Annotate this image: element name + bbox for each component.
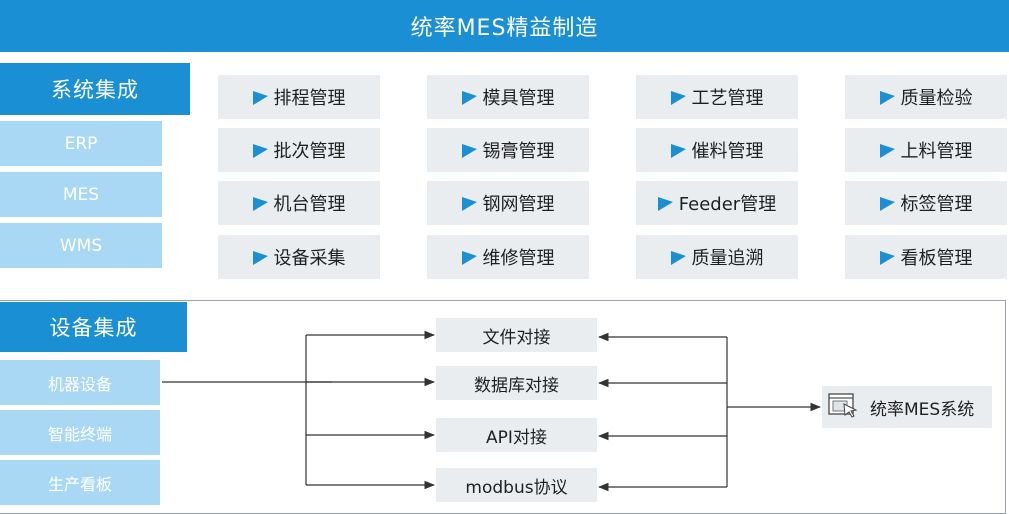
module-material-urging: 催料管理: [636, 128, 798, 172]
module-quality-trace: 质量追溯: [636, 235, 798, 279]
module-label: 催料管理: [691, 141, 764, 162]
module-machine: 机台管理: [218, 181, 380, 225]
system-item-mes: MES: [0, 172, 162, 217]
module-quality-inspection: 质量检验: [845, 75, 1007, 119]
interface-database: 数据库对接: [436, 366, 597, 400]
module-feeding: 上料管理: [845, 128, 1007, 172]
interface-file: 文件对接: [436, 318, 597, 352]
module-label: 标签管理: [900, 194, 973, 215]
module-label: 锡膏管理: [482, 141, 555, 162]
module-label: 上料管理: [900, 141, 973, 162]
mes-system-box: 统率MES系统: [822, 386, 992, 428]
window-icon: [828, 392, 862, 423]
module-label: 质量检验: [900, 88, 973, 109]
module-process: 工艺管理: [636, 75, 798, 119]
device-item-production-board: 生产看板: [0, 460, 160, 505]
device-item-machine: 机器设备: [0, 360, 160, 405]
module-kanban: 看板管理: [845, 235, 1007, 279]
module-label: 批次管理: [273, 141, 346, 162]
module-scheduling: 排程管理: [218, 75, 380, 119]
module-mold: 模具管理: [427, 75, 589, 119]
interface-api: API对接: [436, 418, 597, 452]
module-maintenance: 维修管理: [427, 235, 589, 279]
page-title-banner: 统率MES精益制造: [0, 0, 1009, 52]
module-label: 设备采集: [273, 248, 346, 269]
mes-system-label: 统率MES系统: [870, 399, 975, 420]
module-label-management: 标签管理: [845, 181, 1007, 225]
module-label: 看板管理: [900, 248, 973, 269]
module-label: 机台管理: [273, 194, 346, 215]
module-label: 质量追溯: [691, 248, 764, 269]
module-feeder: Feeder管理: [636, 181, 798, 225]
module-solder-paste: 锡膏管理: [427, 128, 589, 172]
system-integration-title: 系统集成: [0, 63, 190, 115]
system-item-wms: WMS: [0, 223, 162, 268]
module-batch: 批次管理: [218, 128, 380, 172]
page-title: 统率MES精益制造: [410, 16, 599, 41]
system-item-erp: ERP: [0, 121, 162, 166]
device-item-smart-terminal: 智能终端: [0, 410, 160, 455]
module-label: 模具管理: [482, 88, 555, 109]
interface-modbus: modbus协议: [436, 468, 597, 502]
module-stencil: 钢网管理: [427, 181, 589, 225]
module-label: 排程管理: [273, 88, 346, 109]
module-label: 钢网管理: [482, 194, 555, 215]
module-label: 工艺管理: [691, 88, 764, 109]
device-integration-title: 设备集成: [0, 302, 187, 352]
module-label: Feeder管理: [678, 194, 777, 215]
module-label: 维修管理: [482, 248, 555, 269]
module-equipment-collection: 设备采集: [218, 235, 380, 279]
